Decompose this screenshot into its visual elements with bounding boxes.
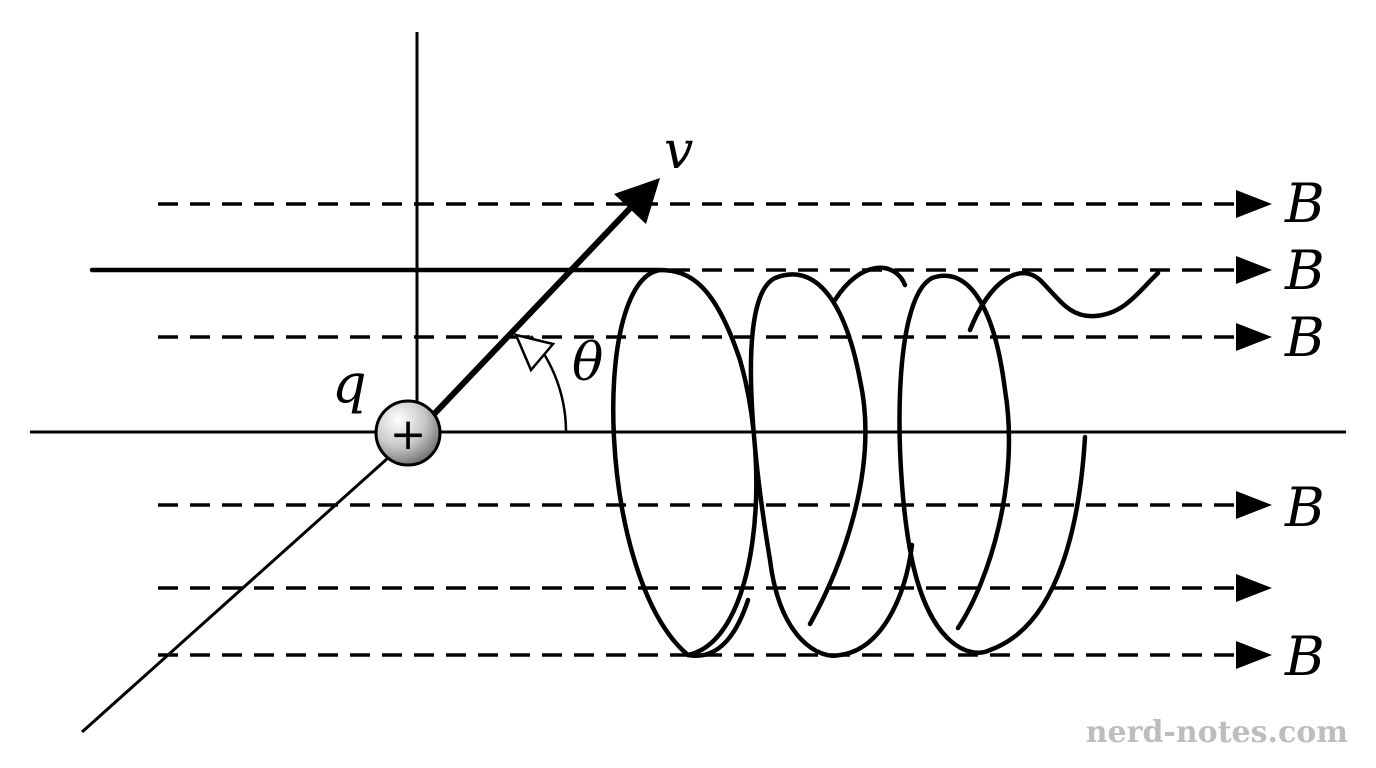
- field-label-4: B: [1284, 476, 1325, 539]
- field-arrowhead: [1236, 190, 1272, 218]
- helical-trajectory: [89, 265, 1161, 658]
- field-line-4: [158, 491, 1272, 519]
- velocity-vector: [414, 199, 639, 435]
- field-arrowhead: [1236, 256, 1272, 284]
- field-arrowhead: [1236, 323, 1272, 351]
- field-label-6: B: [1284, 625, 1325, 688]
- angle-arrowhead: [513, 333, 556, 373]
- field-label-1: B: [1284, 172, 1325, 235]
- field-line-6: [158, 641, 1272, 669]
- velocity-label: v: [664, 121, 693, 181]
- field-label-2: B: [1284, 239, 1325, 302]
- charge-particle: [374, 399, 442, 467]
- velocity-arrowhead: [614, 178, 660, 224]
- depth-axis: [80, 430, 419, 734]
- field-line-2: [158, 256, 1272, 284]
- field-arrowhead: [1236, 491, 1272, 519]
- charge-label: q: [332, 352, 367, 415]
- field-line-3: [158, 323, 1272, 351]
- angle-label: θ: [572, 333, 603, 393]
- field-line-5: [158, 574, 1272, 602]
- field-label-3: B: [1284, 306, 1325, 369]
- watermark: nerd-notes.com: [1086, 715, 1349, 750]
- field-arrowhead: [1236, 574, 1272, 602]
- charge-sign: +: [390, 409, 427, 460]
- field-line-1: [158, 190, 1272, 218]
- field-arrowhead: [1236, 641, 1272, 669]
